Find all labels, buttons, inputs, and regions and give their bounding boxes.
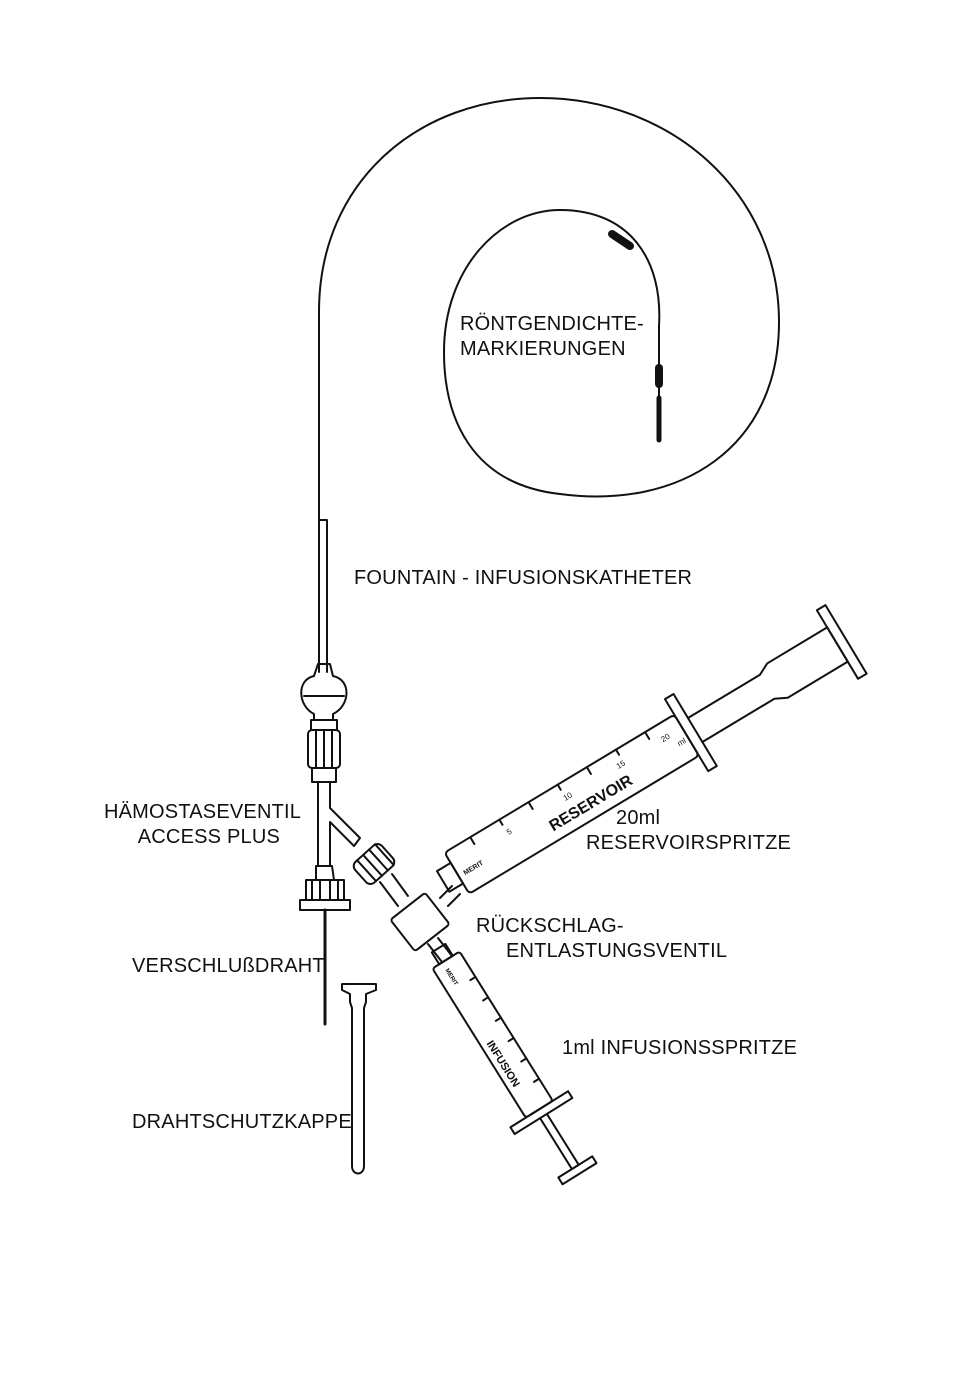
reservoir-scale-20: 20 xyxy=(659,732,672,745)
catheter-hub xyxy=(301,664,346,720)
label-occluding-wire: VERSCHLUßDRAHT xyxy=(132,954,325,979)
reservoir-scale-unit: ml xyxy=(676,736,688,748)
label-radiopaque-line1: RÖNTGENDICHTE- xyxy=(460,312,644,337)
reservoir-brand: MERIT xyxy=(463,859,486,877)
reservoir-scale-5: 5 xyxy=(505,827,514,837)
label-check-valve: RÜCKSCHLAG- ENTLASTUNGSVENTIL xyxy=(476,914,727,964)
label-hemostasis-line1: HÄMOSTASEVENTIL xyxy=(104,800,280,825)
label-catheter: FOUNTAIN - INFUSIONSKATHETER xyxy=(354,566,692,591)
label-radiopaque-markers: RÖNTGENDICHTE- MARKIERUNGEN xyxy=(460,312,644,362)
reservoir-syringe: RESERVOIR MERIT 5 10 15 20 ml xyxy=(422,603,868,917)
label-reservoir-line1: 20ml xyxy=(586,806,791,831)
hemostasis-valve xyxy=(300,730,360,910)
label-radiopaque-line2: MARKIERUNGEN xyxy=(460,337,644,362)
reservoir-scale-10: 10 xyxy=(562,790,575,803)
label-hemostasis-line2: ACCESS PLUS xyxy=(104,825,280,850)
side-port-connector xyxy=(351,842,396,887)
label-check-valve-line1: RÜCKSCHLAG- xyxy=(476,914,727,939)
label-hemostasis-valve: HÄMOSTASEVENTIL ACCESS PLUS xyxy=(104,800,280,850)
label-check-valve-line2: ENTLASTUNGSVENTIL xyxy=(476,939,727,964)
label-wire-cap: DRAHTSCHUTZKAPPE xyxy=(132,1110,352,1135)
infusion-brand: MERIT xyxy=(443,968,458,987)
label-infusion-syringe: 1ml INFUSIONSSPRITZE xyxy=(562,1036,797,1061)
wire-protection-cap xyxy=(342,984,376,1174)
reservoir-scale-15: 15 xyxy=(615,758,628,771)
radiopaque-marker-band xyxy=(612,234,630,246)
label-reservoir-line2: RESERVOIRSPRITZE xyxy=(586,831,791,856)
label-reservoir-syringe: 20ml RESERVOIRSPRITZE xyxy=(586,806,791,856)
